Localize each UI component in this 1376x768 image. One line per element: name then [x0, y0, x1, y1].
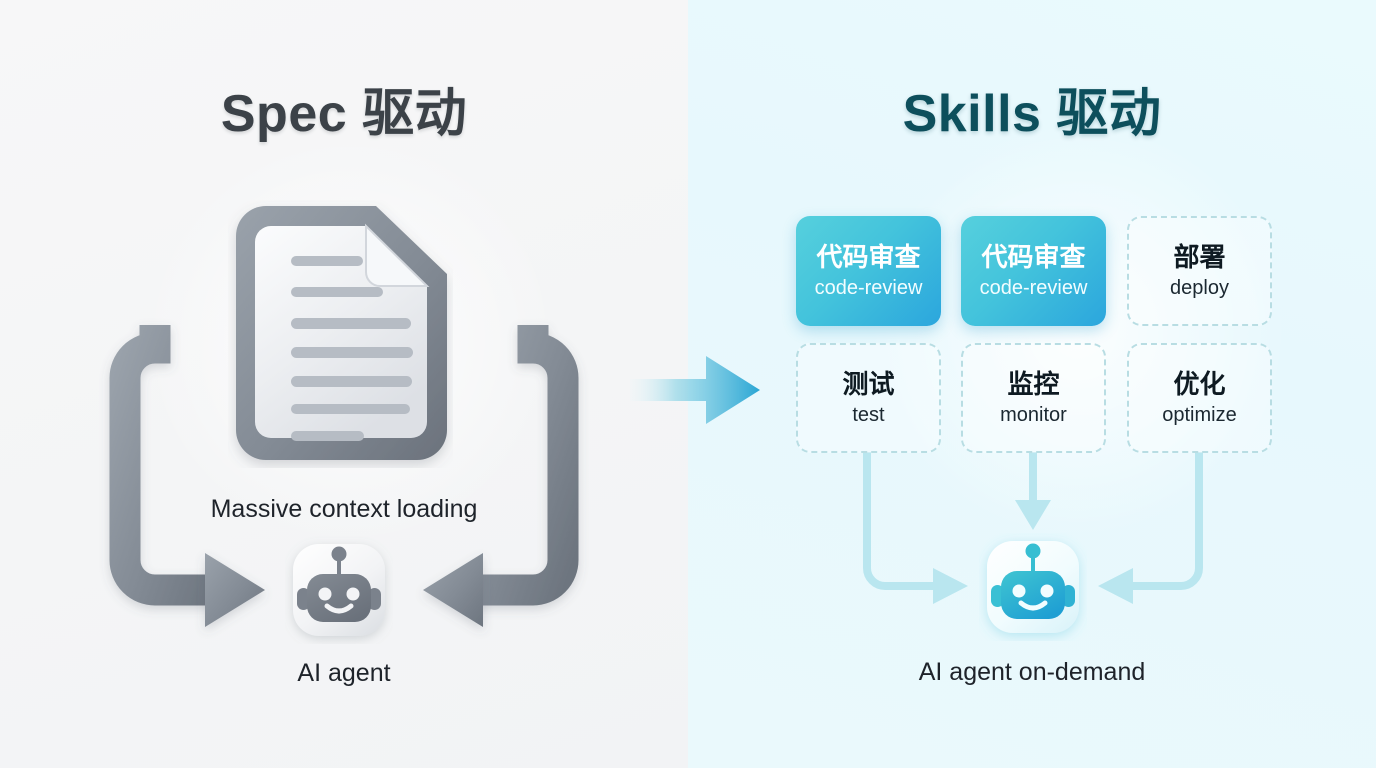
skill-card-en-label: code-review — [814, 276, 923, 299]
skill-card-monitor[interactable]: 监控 monitor — [961, 343, 1106, 453]
skill-card-optimize[interactable]: 优化 optimize — [1127, 343, 1272, 453]
skill-card-deploy[interactable]: 部署 deploy — [1127, 216, 1272, 326]
skill-card-cn-label: 优化 — [1173, 369, 1226, 400]
skill-card-cn-label: 代码审查 — [981, 242, 1086, 273]
ai-agent-on-demand-label: AI agent on-demand — [918, 658, 1146, 686]
skill-card-cn-label: 部署 — [1173, 242, 1226, 273]
robot-icon — [293, 544, 385, 636]
skill-card-code-review-1[interactable]: 代码审查 code-review — [796, 216, 941, 326]
skill-card-en-label: test — [852, 403, 885, 426]
ai-agent-label: AI agent — [297, 659, 391, 687]
right-panel-title: Skills 驱动 — [902, 85, 1162, 143]
skill-card-en-label: monitor — [1000, 403, 1067, 426]
arrow-right-icon — [630, 356, 760, 424]
document-icon — [236, 206, 447, 460]
right-panel-glow — [868, 120, 1288, 540]
skill-card-cn-label: 测试 — [842, 369, 895, 400]
skill-card-en-label: deploy — [1170, 276, 1229, 299]
robot-icon — [987, 541, 1079, 633]
skill-card-en-label: optimize — [1162, 403, 1237, 426]
left-panel-title: Spec 驱动 — [220, 85, 468, 143]
massive-context-loading-label: Massive context loading — [210, 495, 478, 523]
skill-card-cn-label: 代码审查 — [816, 242, 921, 273]
skill-card-cn-label: 监控 — [1007, 369, 1060, 400]
skill-card-code-review-2[interactable]: 代码审查 code-review — [961, 216, 1106, 326]
skill-card-test[interactable]: 测试 test — [796, 343, 941, 453]
skill-card-en-label: code-review — [979, 276, 1088, 299]
